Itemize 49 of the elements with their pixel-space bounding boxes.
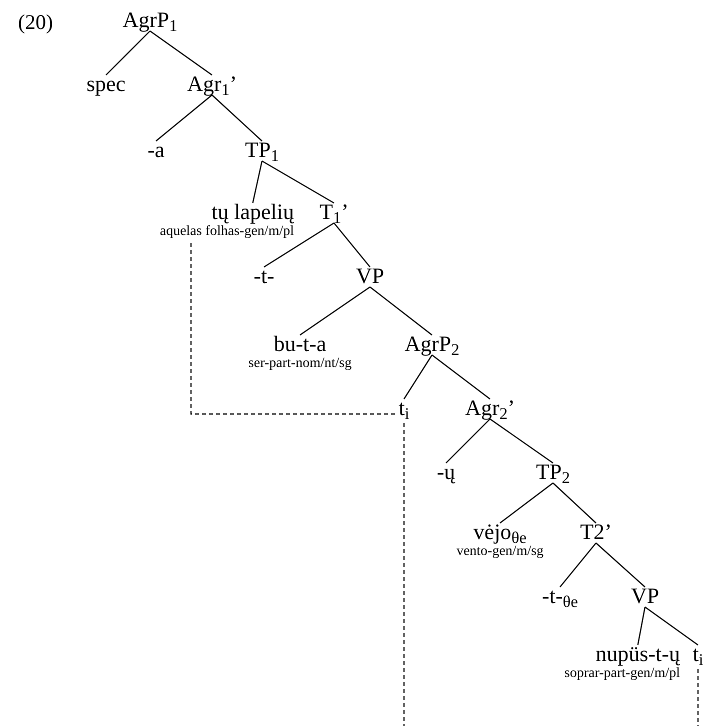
tree-branch (552, 482, 596, 524)
node-label: nupüs-t-ų (596, 642, 680, 666)
tree-branch (432, 354, 490, 400)
tree-branch (300, 286, 370, 336)
node-label: VP (630, 584, 660, 608)
tree-branch (560, 542, 596, 588)
tree-branch (252, 160, 263, 204)
example-number: (20) (18, 10, 53, 34)
node-label: TP$_{1}$ (245, 138, 279, 162)
gloss-text: aquelas folhas-gen/m/pl (160, 224, 294, 240)
node-label: spec (86, 72, 126, 96)
tree-branch (446, 418, 490, 464)
tree-branch (404, 354, 432, 400)
tree-branch (637, 606, 646, 646)
gloss-text: vento-gen/m/sg (456, 544, 544, 560)
movement-line (697, 669, 699, 726)
gloss-text: ser-part-nom/nt/sg (248, 356, 352, 372)
node-label: AgrP$_{2}$ (404, 332, 460, 356)
node-label: AgrP$_{1}$ (122, 8, 178, 32)
movement-line (190, 243, 397, 415)
node-label: t$_{i}$ (692, 642, 704, 666)
node-label: -ų (436, 460, 456, 484)
node-label: TP$_{2}$ (536, 460, 570, 484)
node-label: T2’ (580, 520, 612, 544)
tree-branch (490, 418, 554, 464)
node-label: -t-$_{θe}$ (542, 584, 578, 608)
tree-branch (150, 30, 212, 76)
movement-line (403, 423, 405, 726)
gloss-text: soprar-part-gen/m/pl (564, 666, 680, 682)
tree-branch (596, 542, 646, 588)
node-label: bu-t-a (274, 332, 326, 356)
tree-branch (262, 160, 334, 204)
tree-branch (644, 606, 698, 646)
node-label: vėjo$_{θe}$ (473, 520, 527, 544)
tree-branch (264, 222, 334, 268)
node-label: Agr$_{2}$’ (465, 396, 515, 420)
node-label: -t- (254, 264, 274, 288)
node-label: Agr$_{1}$’ (187, 72, 237, 96)
tree-branch (500, 482, 554, 524)
node-label: VP (356, 264, 384, 288)
node-label: -a (147, 138, 165, 162)
tree-branch (106, 30, 150, 76)
tree-branch (370, 286, 432, 336)
tree-branch (156, 94, 212, 142)
node-label: T$_{1}$’ (319, 200, 349, 224)
node-label: tų lapelių (212, 200, 294, 224)
tree-branch (212, 94, 262, 142)
tree-branch (334, 222, 370, 268)
node-label: t$_{i}$ (398, 396, 410, 420)
